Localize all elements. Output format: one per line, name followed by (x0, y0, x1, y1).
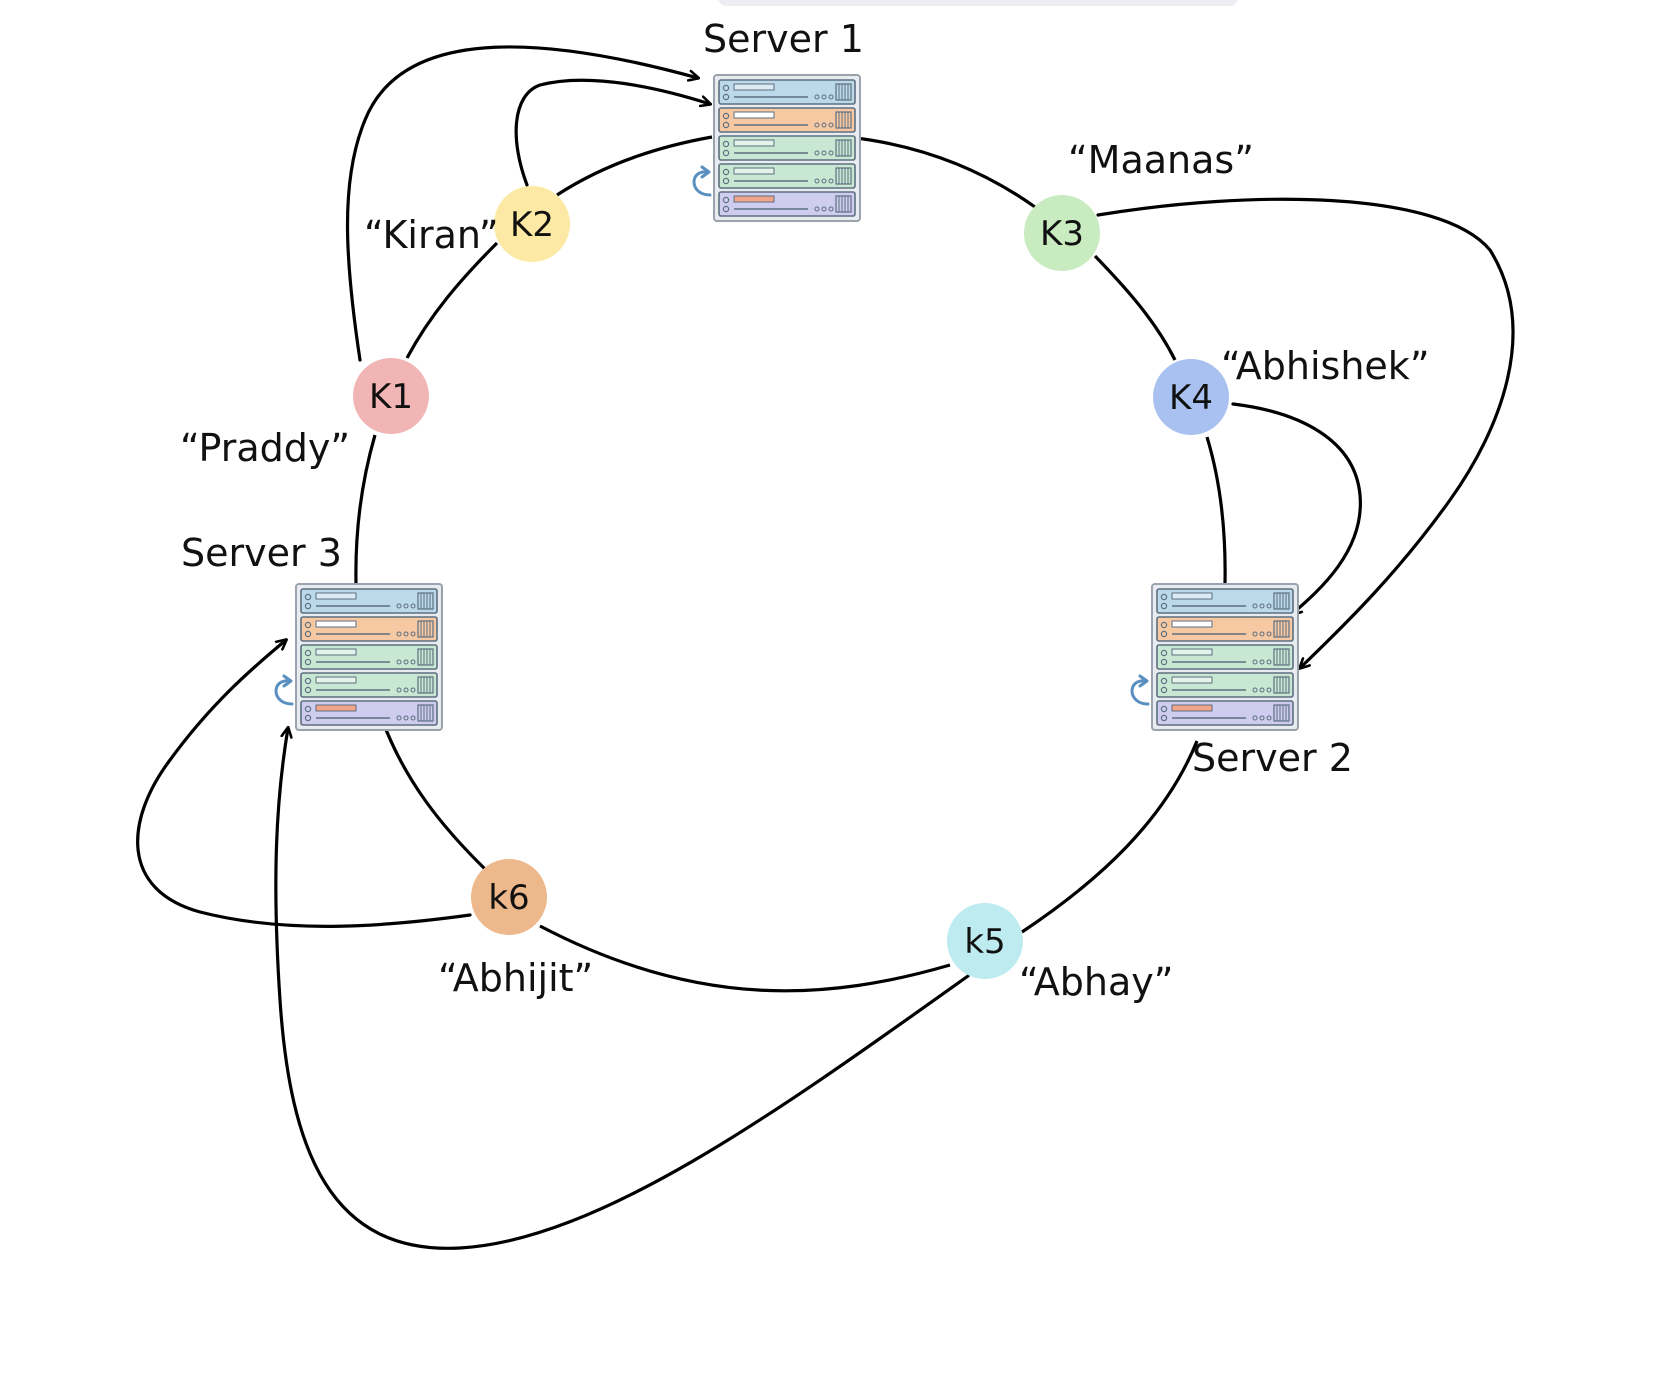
key-node-circle (1153, 359, 1229, 435)
refresh-arrow-icon (1130, 674, 1150, 706)
refresh-arrow-icon (274, 674, 294, 706)
ring-arc-k2-server1 (556, 135, 713, 197)
hash-ring (354, 135, 1227, 993)
server-3-label: Server 3 (181, 531, 342, 575)
ring-arc-server2-k5 (1021, 740, 1199, 934)
key-node-label: k6 (488, 878, 529, 918)
server-1-label: Server 1 (703, 17, 864, 61)
key-name-label: “Maanas” (1068, 138, 1254, 182)
ring-arc-server1-k3 (847, 135, 1036, 209)
ring-arc-server3-k1 (354, 434, 377, 584)
key-k3: K3 “Maanas” (1024, 138, 1254, 271)
key-node-circle (471, 859, 547, 935)
key-node-circle (1024, 195, 1100, 271)
server-rack-icon (1151, 583, 1299, 731)
server-rack-icon (713, 74, 861, 222)
key-name-label: “Kiran” (364, 213, 499, 257)
arrow-k6-to-server3 (136, 640, 472, 928)
key-node-label: K2 (510, 205, 554, 245)
top-edge-bar (718, 0, 1238, 6)
key-node-circle (353, 358, 429, 434)
key-k4: K4 “Abhishek” (1153, 344, 1430, 435)
key-k6: k6 “Abhijit” (438, 859, 593, 1000)
arrow-k3-to-server2 (1096, 197, 1515, 668)
server-3: Server 3 (181, 531, 443, 731)
key-node-label: K1 (369, 377, 413, 417)
ring-arc-k4-server2 (1205, 436, 1227, 584)
arrow-k2-to-server1 (514, 78, 710, 187)
mapping-arrows (136, 45, 1515, 1250)
key-name-label: “Praddy” (180, 426, 350, 470)
key-k2: K2 “Kiran” (364, 186, 570, 262)
server-2: Server 2 (1130, 583, 1353, 780)
key-node-label: k5 (964, 922, 1005, 962)
key-k5: k5 “Abhay” (947, 903, 1173, 1004)
key-node-label: K3 (1040, 214, 1084, 254)
key-name-label: “Abhay” (1019, 960, 1173, 1004)
server-rack-icon (295, 583, 443, 731)
ring-arc-k6-server3 (381, 721, 488, 872)
key-node-label: K4 (1169, 378, 1213, 418)
server-1: Server 1 (692, 17, 864, 222)
key-name-label: “Abhishek” (1221, 344, 1430, 388)
refresh-arrow-icon (692, 165, 712, 197)
arrow-k1-to-server1 (345, 45, 699, 362)
key-node-circle (494, 186, 570, 262)
key-k1: K1 “Praddy” (180, 358, 429, 470)
arrow-k4-to-server2 (1231, 402, 1362, 614)
ring-arc-k1-k2 (405, 241, 499, 359)
ring-arc-k5-k6 (539, 924, 951, 993)
arrow-k5-to-server3 (274, 728, 970, 1250)
server-2-label: Server 2 (1192, 736, 1353, 780)
key-node-circle (947, 903, 1023, 979)
ring-arc-k3-k4 (1093, 254, 1177, 361)
key-name-label: “Abhijit” (438, 956, 593, 1000)
